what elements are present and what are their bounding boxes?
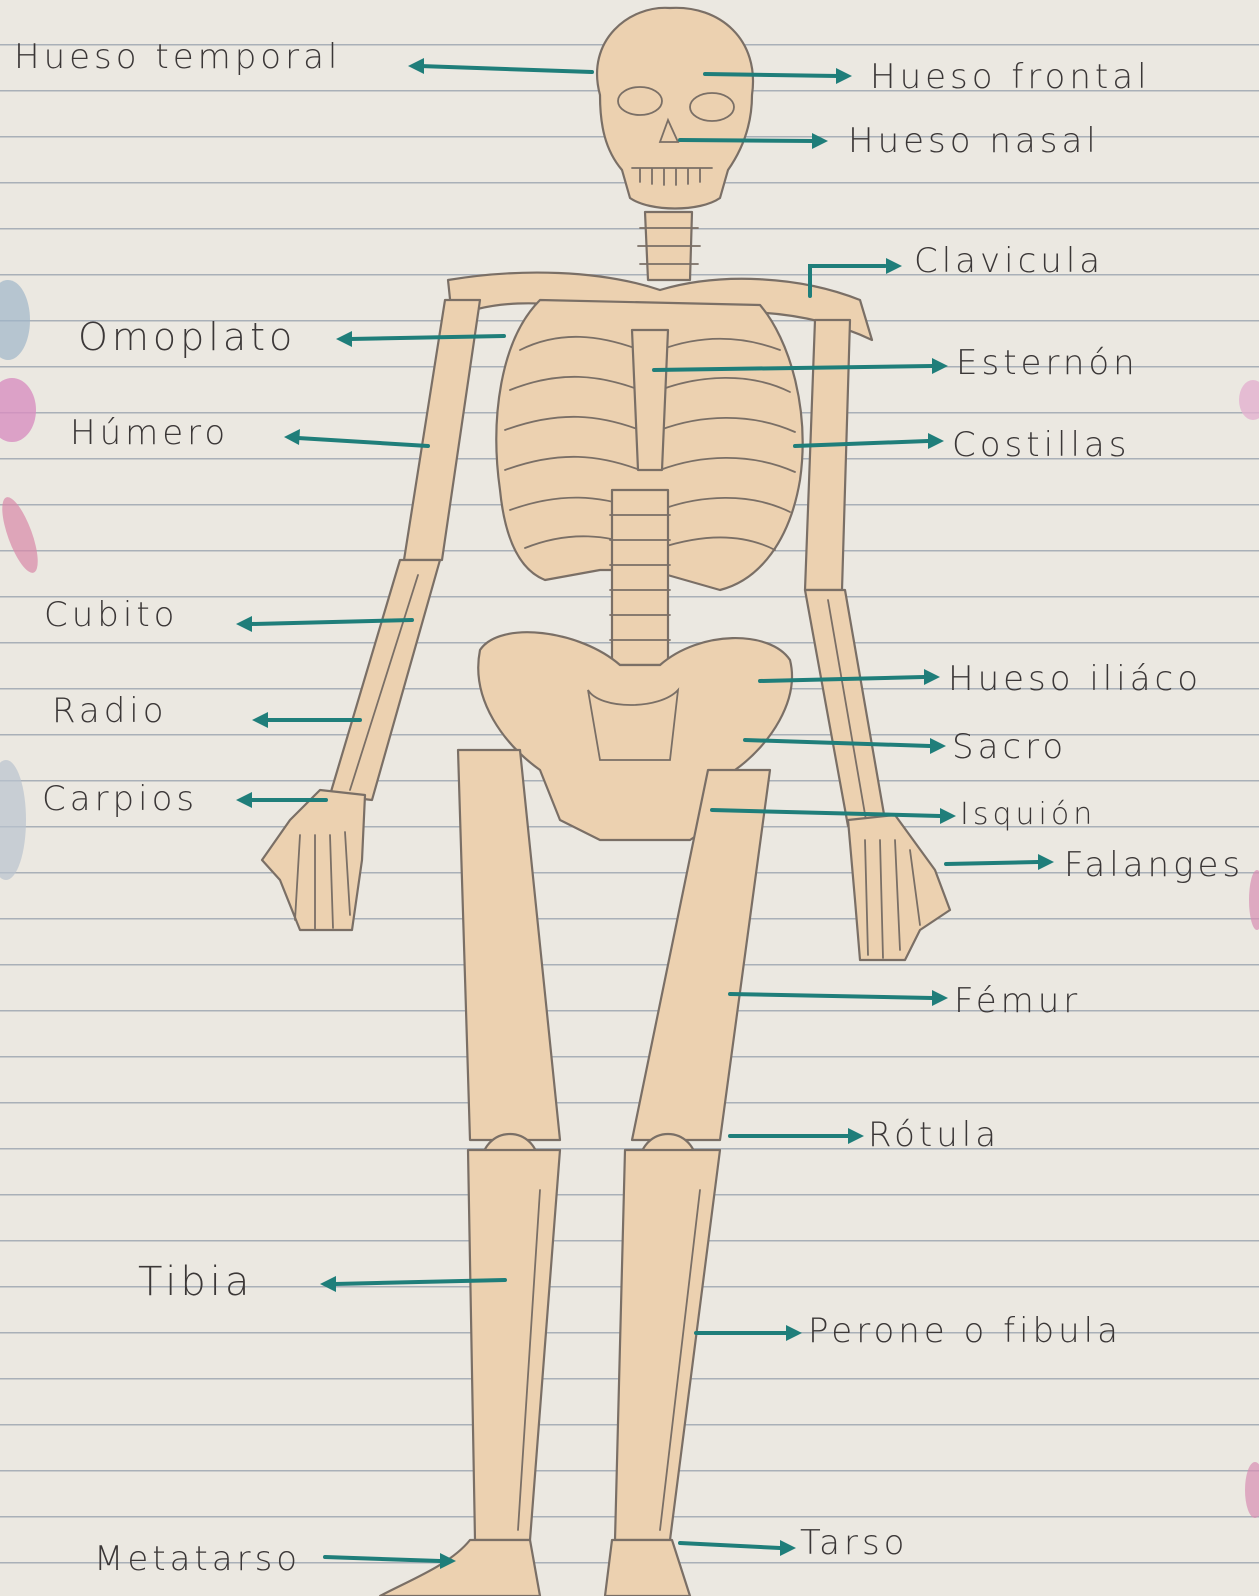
arrow-femur — [730, 990, 948, 1006]
label-hueso-nasal: Hueso nasal — [848, 124, 1100, 158]
label-isquion: Isquión — [960, 800, 1096, 830]
label-carpios: Carpios — [42, 782, 198, 816]
skeleton-illustration — [262, 8, 950, 1596]
sternum — [632, 330, 668, 470]
label-rotula: Rótula — [868, 1118, 1000, 1152]
label-perone: Perone o fibula — [808, 1314, 1122, 1348]
label-hueso-frontal: Hueso frontal — [870, 60, 1151, 94]
arrow-humero — [284, 429, 428, 446]
arrow-radio — [252, 712, 360, 728]
arrow-omoplato — [336, 331, 504, 347]
arrow-perone — [696, 1325, 802, 1341]
label-tarso: Tarso — [800, 1526, 908, 1560]
label-femur: Fémur — [954, 984, 1081, 1018]
right-forearm — [805, 590, 885, 826]
right-humerus — [805, 320, 850, 590]
arrow-hueso-temporal — [408, 58, 592, 74]
label-tibia: Tibia — [138, 1262, 253, 1302]
label-costillas: Costillas — [952, 428, 1130, 462]
label-clavicula: Clavicula — [914, 244, 1104, 278]
left-tibia-fibula — [468, 1150, 560, 1540]
right-foot — [605, 1540, 690, 1596]
label-sacro: Sacro — [952, 730, 1067, 764]
arrow-rotula — [730, 1128, 864, 1144]
label-metatarso: Metatarso — [94, 1542, 301, 1576]
label-hueso-temporal: Hueso temporal — [14, 40, 341, 74]
lumbar-spine — [612, 490, 668, 665]
label-esternon: Esternón — [956, 346, 1139, 380]
right-tibia-fibula — [615, 1150, 720, 1540]
left-femur — [458, 750, 560, 1140]
label-radio: Radio — [52, 694, 168, 728]
arrow-falanges — [946, 854, 1054, 870]
arrow-tarso — [680, 1540, 796, 1556]
left-foot — [380, 1540, 540, 1596]
label-falanges: Falanges — [1064, 848, 1244, 882]
label-hueso-iliaco: Hueso iliáco — [948, 662, 1202, 696]
label-omoplato: Omoplato — [78, 318, 296, 356]
label-cubito: Cubito — [44, 598, 178, 632]
label-humero: Húmero — [70, 416, 229, 450]
